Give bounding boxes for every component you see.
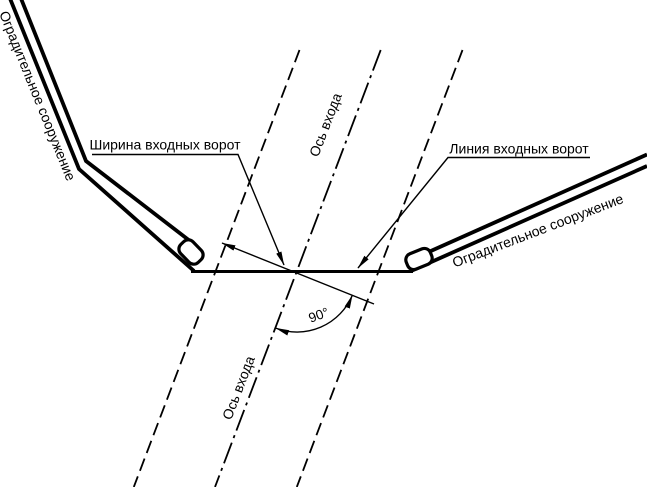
- entrance-axis-line: [214, 49, 382, 487]
- gate-line-leader-line: [357, 156, 590, 269]
- approach-boundary-right-line: [295, 49, 464, 487]
- right-angle-arc: [275, 294, 354, 336]
- gate-width-leader-line: [92, 153, 285, 266]
- breakwater-head-right: [404, 246, 434, 272]
- breakwater-left-outer-line: [19, 0, 192, 243]
- label-gate-width: Ширина входных ворот: [89, 136, 241, 153]
- breakwater-left-inner-line: [8, 0, 196, 273]
- gate-width-dimension-line: [221, 242, 375, 305]
- approach-boundary-left-line: [132, 49, 301, 487]
- label-gate-line: Линия входных ворот: [449, 140, 589, 157]
- breakwater-head-left: [177, 238, 205, 266]
- breakwater-right-outer-line: [422, 152, 647, 257]
- breakwater-right-inner-line: [410, 164, 647, 273]
